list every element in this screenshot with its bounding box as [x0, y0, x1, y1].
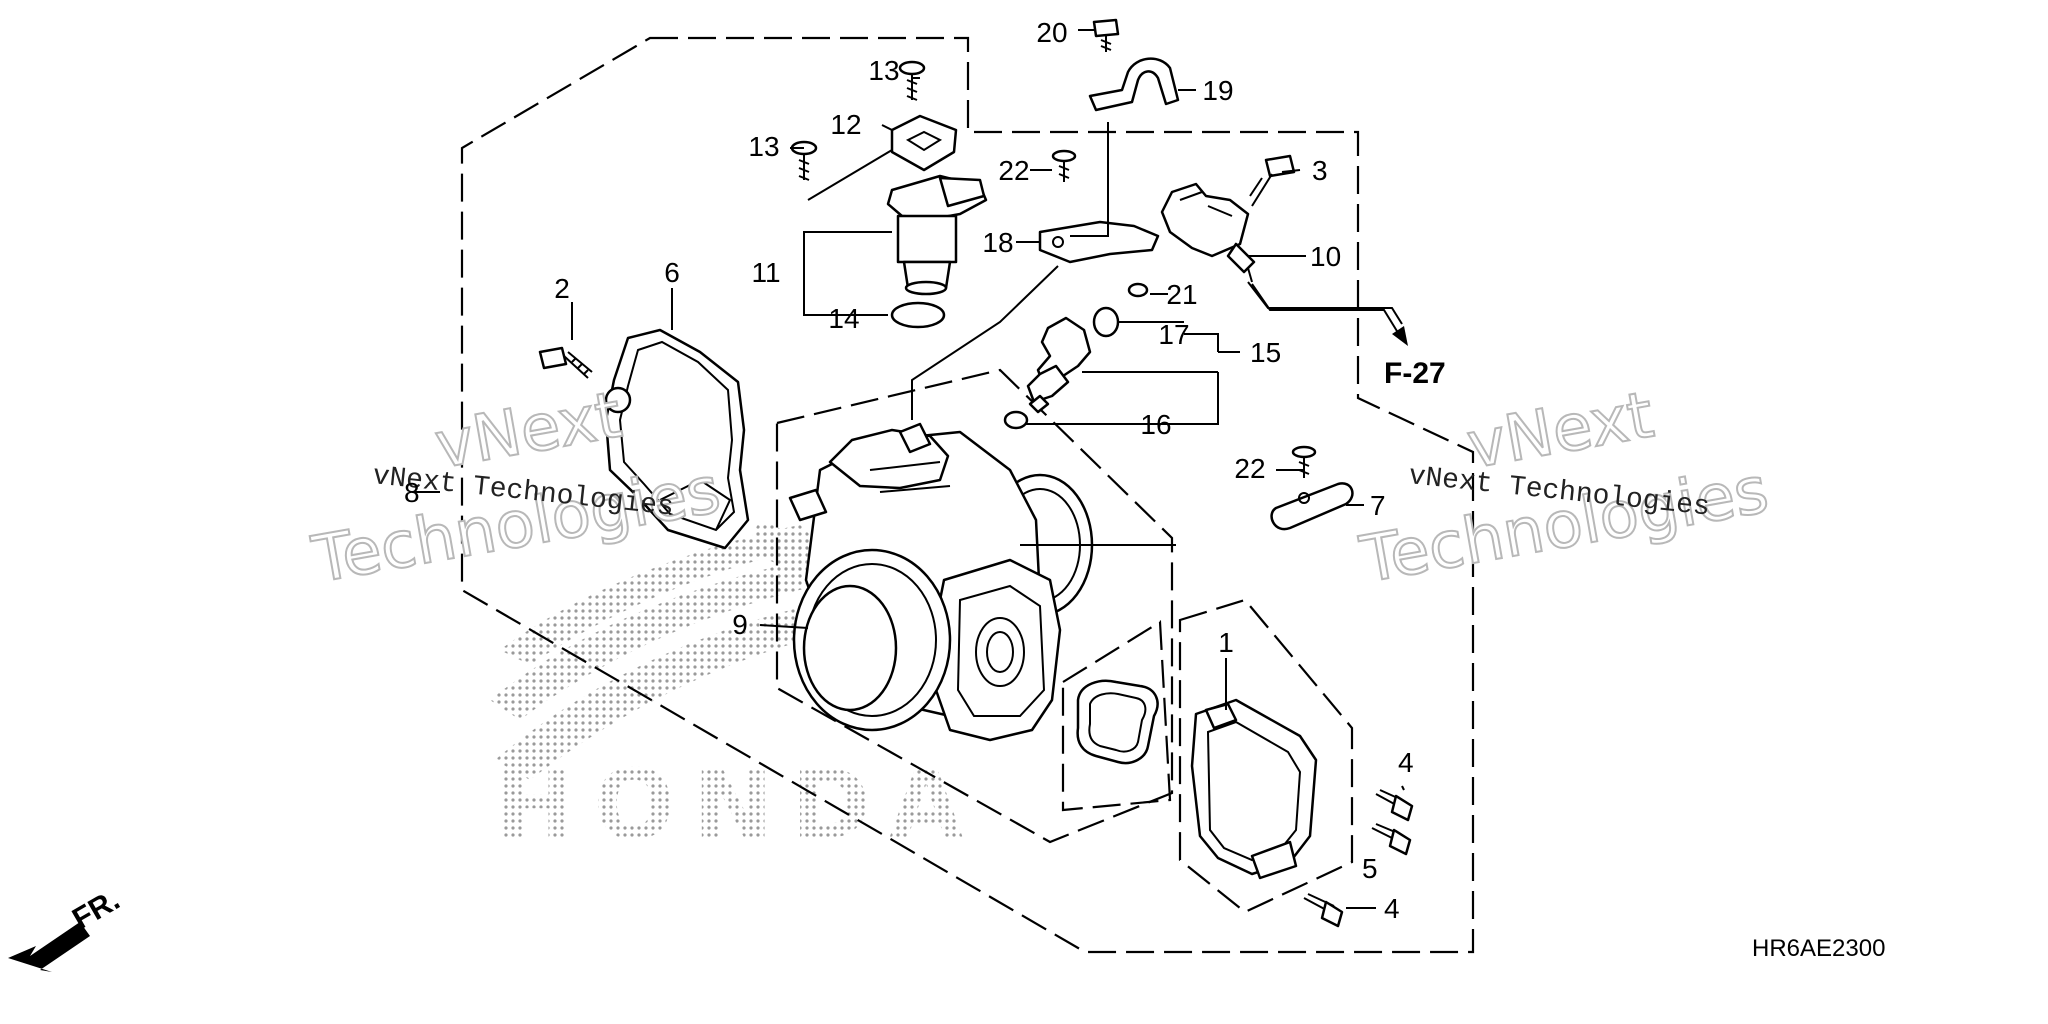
clamp-part-19 [1088, 57, 1180, 112]
plate-part-7 [1270, 482, 1354, 531]
front-direction-arrow [8, 922, 90, 972]
reference-arrow [1251, 283, 1408, 346]
callout-22-upper: 22 [998, 155, 1029, 186]
callout-12: 12 [830, 109, 861, 140]
reference-label: F-27 [1384, 357, 1446, 390]
seal-part-17 [1092, 306, 1120, 338]
outer-assembly-boundary [460, 36, 1475, 954]
callout-14: 14 [828, 303, 859, 334]
callout-19: 19 [1202, 75, 1233, 106]
bolt-part-4-lower [1303, 893, 1344, 928]
bolt-part-2 [538, 346, 593, 379]
callout-18: 18 [982, 227, 1013, 258]
watermark-right-line1: vNext [1462, 378, 1659, 483]
callout-4-lower: 4 [1384, 893, 1400, 924]
callout-2: 2 [554, 273, 570, 304]
callout-13-upper: 13 [868, 55, 899, 86]
bolt-part-4-upper [1375, 789, 1414, 822]
callout-10: 10 [1310, 241, 1341, 272]
callout-22-lower: 22 [1234, 453, 1265, 484]
callout-numbers: 1 2 3 4 4 5 6 7 8 9 10 11 12 13 13 14 15… [404, 17, 1414, 924]
callout-16: 16 [1140, 409, 1171, 440]
callout-3: 3 [1312, 155, 1328, 186]
honda-logo-text: HONDA [495, 749, 981, 861]
sensor-part-1 [1190, 698, 1318, 880]
screw-part-22-lower [1291, 445, 1317, 478]
callout-4-upper: 4 [1398, 747, 1414, 778]
callout-8: 8 [404, 477, 420, 508]
injector-part-15 [1026, 316, 1092, 414]
callout-1: 1 [1218, 627, 1234, 658]
sensor-boundary [1178, 598, 1354, 914]
callout-17: 17 [1158, 319, 1189, 350]
callout-13-lower: 13 [748, 131, 779, 162]
gasket-boundary [1061, 620, 1172, 812]
throttle-body-part-9 [788, 422, 1094, 742]
screw-part-13-upper [898, 60, 926, 101]
callout-15: 15 [1250, 337, 1281, 368]
callout-21: 21 [1166, 279, 1197, 310]
watermark-right: vNext Technologies vNext Technologies [1354, 377, 1775, 599]
bolt-part-5 [1371, 823, 1412, 856]
sensor-part-11 [886, 174, 988, 296]
gasket-part-5 [1076, 679, 1159, 765]
seal-part-16 [1003, 410, 1029, 430]
callout-9: 9 [732, 609, 748, 640]
callout-20: 20 [1036, 17, 1067, 48]
sensor-part-10 [1160, 182, 1256, 283]
o-ring-part-21 [1127, 282, 1149, 298]
leader-lines [412, 29, 1405, 909]
bracket-part-18 [1038, 220, 1160, 264]
diagram-code: HR6AE2300 [1752, 935, 1885, 962]
screw-part-22-upper [1051, 149, 1077, 182]
callout-5: 5 [1362, 853, 1378, 884]
watermark-left-line1: vNext [430, 378, 627, 483]
callout-6: 6 [664, 257, 680, 288]
bolt-part-3 [1249, 154, 1296, 207]
plate-part-12 [890, 114, 958, 172]
cover-part-6 [604, 328, 750, 550]
bolt-part-20 [1092, 18, 1120, 52]
o-ring-part-14 [890, 301, 946, 329]
throttle-body-boundary [775, 368, 1174, 844]
callout-11: 11 [751, 257, 780, 288]
callout-7: 7 [1370, 490, 1386, 521]
